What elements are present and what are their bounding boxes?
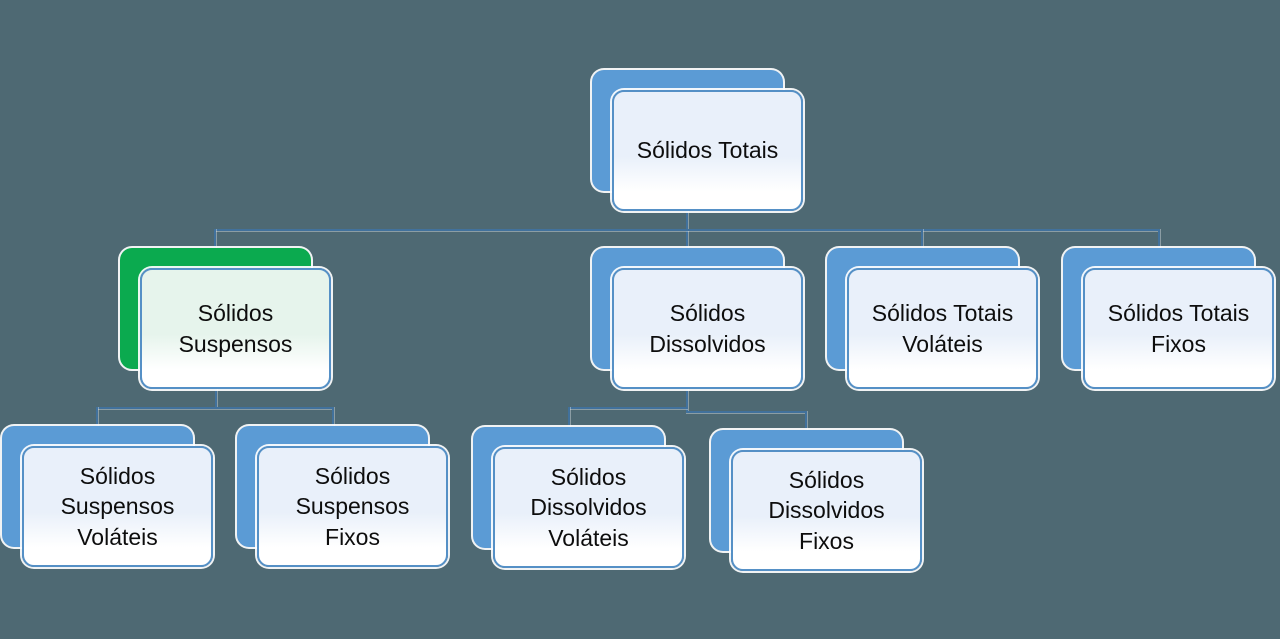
- connector-drop-dissolvidos-volateis: [568, 407, 570, 427]
- node-solidos-suspensos-fixos: Sólidos Suspensos Fixos: [237, 426, 448, 567]
- node-solidos-suspensos: Sólidos Suspensos: [120, 248, 331, 389]
- node-label: Sólidos Totais Fixos: [1107, 299, 1250, 357]
- node-solidos-totais-volateis: Sólidos Totais Voláteis: [827, 248, 1038, 389]
- node-card: Sólidos Suspensos Fixos: [257, 446, 448, 567]
- connector-dissolvidos-bus-right: [686, 411, 807, 413]
- connector-drop-suspensos-volateis: [96, 407, 98, 426]
- node-card: Sólidos Totais: [612, 90, 803, 211]
- node-label: Sólidos Suspensos Voláteis: [60, 462, 175, 550]
- node-card: Sólidos Suspensos Voláteis: [22, 446, 213, 567]
- node-card: Sólidos Dissolvidos Fixos: [731, 450, 922, 571]
- node-label: Sólidos Dissolvidos Voláteis: [530, 463, 647, 551]
- node-solidos-dissolvidos: Sólidos Dissolvidos: [592, 248, 803, 389]
- node-solidos-dissolvidos-volateis: Sólidos Dissolvidos Voláteis: [473, 427, 684, 568]
- connector-drop-totais-fixos: [1158, 229, 1160, 248]
- node-label: Sólidos Suspensos: [178, 299, 293, 357]
- node-solidos-dissolvidos-fixos: Sólidos Dissolvidos Fixos: [711, 430, 922, 571]
- node-card: Sólidos Suspensos: [140, 268, 331, 389]
- connector-suspensos-bus: [96, 407, 334, 409]
- connector-level2-bus: [214, 229, 1160, 231]
- connector-dissolvidos-stem: [686, 388, 688, 413]
- node-card: Sólidos Totais Voláteis: [847, 268, 1038, 389]
- connector-drop-suspensos-fixos: [332, 407, 334, 426]
- node-label: Sólidos Dissolvidos Fixos: [768, 466, 885, 554]
- node-label: Sólidos Totais Voláteis: [871, 299, 1014, 357]
- node-solidos-suspensos-volateis: Sólidos Suspensos Voláteis: [2, 426, 213, 567]
- node-solidos-totais: Sólidos Totais: [592, 70, 803, 211]
- node-card: Sólidos Dissolvidos: [612, 268, 803, 389]
- node-label: Sólidos Suspensos Fixos: [295, 462, 410, 550]
- node-solidos-totais-fixos: Sólidos Totais Fixos: [1063, 248, 1274, 389]
- node-card: Sólidos Dissolvidos Voláteis: [493, 447, 684, 568]
- connector-drop-suspensos: [214, 229, 216, 248]
- connector-dissolvidos-bus-left: [568, 407, 688, 409]
- connector-suspensos-stem: [215, 388, 217, 409]
- node-card: Sólidos Totais Fixos: [1083, 268, 1274, 389]
- connector-drop-totais-volateis: [921, 229, 923, 248]
- connector-drop-dissolvidos-fixos: [805, 411, 807, 431]
- node-label: Sólidos Totais: [636, 137, 779, 164]
- node-label: Sólidos Dissolvidos: [649, 299, 766, 357]
